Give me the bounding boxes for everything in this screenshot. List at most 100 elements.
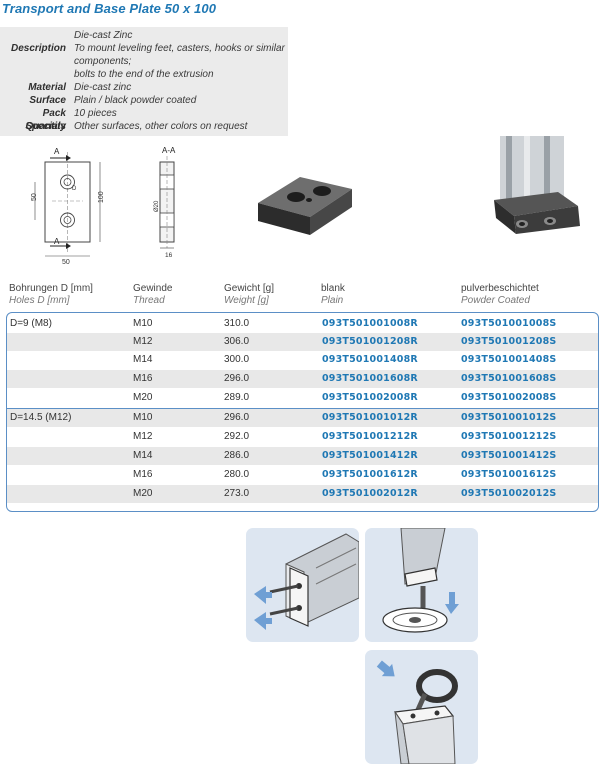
header-coated-de: pulverbeschichtet [461,283,539,294]
cell-weight: 300.0 [224,354,250,365]
cell-weight: 310.0 [224,318,250,329]
spec-box: Die-cast Zinc Description To mount level… [0,27,288,136]
cell-plain-part-number[interactable]: 093T501002012R [322,488,418,499]
cell-coated-part-number[interactable]: 093T501001612S [461,469,557,480]
header-coated-en: Powder Coated [461,295,530,306]
spec-key: Material [28,82,66,93]
illustration-panel-eyebolt [365,650,478,764]
cell-coated-part-number[interactable]: 093T501002012S [461,488,557,499]
cell-weight: 296.0 [224,412,250,423]
dim-16-label: 16 [165,252,173,259]
header-plain-en: Plain [321,295,344,306]
header-holes: Bohrungen D [mm] Holes D [mm] [9,283,93,307]
spec-value: Die-cast zinc [74,82,132,93]
cell-coated-part-number[interactable]: 093T501001608S [461,373,557,384]
table-row: M12 292.0 093T501001212R 093T501001212S [7,428,598,446]
spec-value: bolts to the end of the extrusion [74,69,214,80]
cell-plain-part-number[interactable]: 093T501001412R [322,450,418,461]
dim-50-bottom: 50 [62,259,70,266]
cell-thread: M20 [133,488,153,499]
cell-thread: M14 [133,354,153,365]
cell-weight: 289.0 [224,392,250,403]
illustration-panel-bolt-mount [246,528,359,642]
spec-value: Plain / black powder coated [74,95,197,106]
cell-plain-part-number[interactable]: 093T501001408R [322,354,418,365]
cell-thread: M16 [133,373,153,384]
cell-weight: 306.0 [224,336,250,347]
cell-plain-part-number[interactable]: 093T501001212R [322,431,418,442]
spec-value: Other surfaces, other colors on request [74,121,248,132]
header-holes-en: Holes D [mm] [9,295,70,306]
spec-key: Specials [25,121,66,132]
spec-key: Description [10,43,66,54]
header-coated: pulverbeschichtet Powder Coated [461,283,539,307]
parts-table: D=9 (M8) M10 310.0 093T501001008R 093T50… [6,312,599,512]
section-a-top-label: A [54,147,60,156]
cell-coated-part-number[interactable]: 093T501001208S [461,336,557,347]
bolt-mount-illustration [254,533,359,630]
cell-plain-part-number[interactable]: 093T501001612R [322,469,418,480]
header-thread: Gewinde Thread [133,283,172,307]
cell-thread: M20 [133,392,153,403]
header-weight-en: Weight [g] [224,295,269,306]
cell-thread: M10 [133,412,153,423]
table-row: M20 273.0 093T501002012R 093T501002012S [7,485,598,503]
header-thread-de: Gewinde [133,283,173,294]
spec-value: components; [74,56,132,67]
illustration-panel-foot-mount [365,528,478,642]
header-thread-en: Thread [133,295,165,306]
cell-coated-part-number[interactable]: 093T501001008S [461,318,557,329]
cell-thread: M12 [133,336,153,347]
cell-weight: 286.0 [224,450,250,461]
spec-value: Die-cast Zinc [74,30,133,41]
spec-key: Pack Quantity [25,108,66,132]
header-weight-de: Gewicht [g] [224,283,275,294]
table-row: M20 289.0 093T501002008R 093T501002008S [7,389,598,407]
cell-group: D=14.5 (M12) [10,412,72,423]
dim-d-label: D [72,186,77,192]
cell-coated-part-number[interactable]: 093T501002008S [461,392,557,403]
spec-value: To mount leveling feet, casters, hooks o… [74,43,285,54]
cell-weight: 280.0 [224,469,250,480]
header-holes-de: Bohrungen D [mm] [9,283,93,294]
page-title: Transport and Base Plate 50 x 100 [2,1,217,16]
cell-plain-part-number[interactable]: 093T501002008R [322,392,418,403]
table-row: M16 280.0 093T501001612R 093T501001612S [7,466,598,484]
cell-weight: 296.0 [224,373,250,384]
foot-mount-illustration [382,528,459,633]
cell-coated-part-number[interactable]: 093T501001012S [461,412,557,423]
cell-plain-part-number[interactable]: 093T501001608R [322,373,418,384]
header-plain: blank Plain [321,283,345,307]
section-a-bottom-label: A [54,237,60,246]
cell-weight: 273.0 [224,488,250,499]
cell-thread: M10 [133,318,153,329]
table-row: D=9 (M8) M10 310.0 093T501001008R 093T50… [7,315,598,333]
cell-coated-part-number[interactable]: 093T501001212S [461,431,557,442]
cell-plain-part-number[interactable]: 093T501001208R [322,336,418,347]
table-row: M12 306.0 093T501001208R 093T501001208S [7,333,598,351]
table-row: M14 286.0 093T501001412R 093T501001412S [7,447,598,465]
table-row: D=14.5 (M12) M10 296.0 093T501001012R 09… [7,409,598,427]
cell-thread: M12 [133,431,153,442]
eyebolt-illustration [376,660,458,764]
dim-100: 100 [98,191,105,203]
extrusion-mount-photo [494,136,580,234]
cell-group: D=9 (M8) [10,318,52,329]
cell-weight: 292.0 [224,431,250,442]
header-weight: Gewicht [g] Weight [g] [224,283,274,307]
technical-drawing-section: A-A Ø20 16 [154,146,176,259]
table-row: M14 300.0 093T501001408R 093T501001408S [7,351,598,369]
cell-thread: M16 [133,469,153,480]
cell-coated-part-number[interactable]: 093T501001412S [461,450,557,461]
cell-coated-part-number[interactable]: 093T501001408S [461,354,557,365]
spec-value: 10 pieces [74,108,117,119]
base-plate-photo [258,177,352,235]
cell-plain-part-number[interactable]: 093T501001008R [322,318,418,329]
dim-phi-label: Ø20 [154,200,160,212]
cell-plain-part-number[interactable]: 093T501001012R [322,412,418,423]
dim-50-side: 50 [31,193,38,201]
cell-thread: M14 [133,450,153,461]
spec-key: Surface [29,95,66,106]
technical-drawing-top-view: A A 50 100 50 D [31,147,105,266]
group-separator [7,408,598,409]
